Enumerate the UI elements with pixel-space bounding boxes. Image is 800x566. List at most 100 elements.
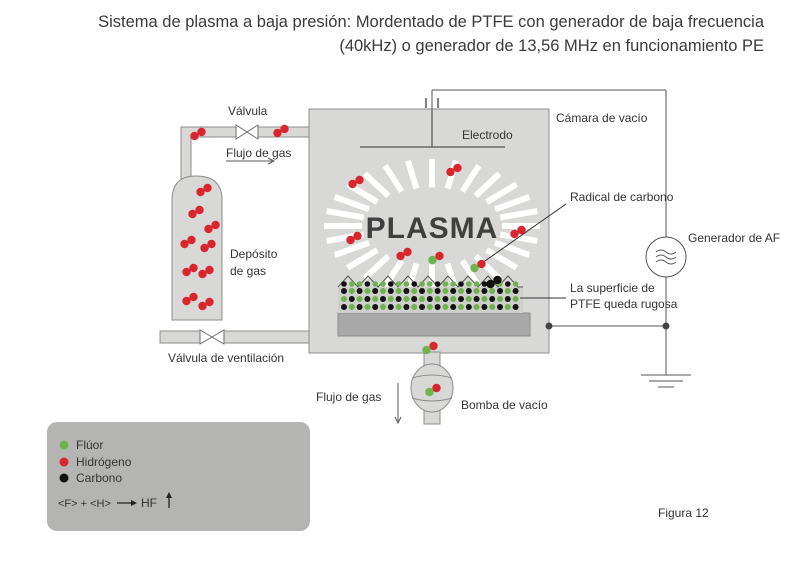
- molecule-atom: [280, 124, 289, 134]
- plasma-rays: [324, 159, 540, 293]
- plasma-ray: [405, 262, 420, 293]
- surface-atom: [395, 304, 402, 310]
- electrode: [360, 110, 505, 148]
- surface-atom: [403, 281, 410, 287]
- surface-atom: [497, 304, 503, 310]
- molecule-atom: [353, 231, 362, 241]
- surface-atom: [403, 288, 410, 294]
- molecule-atom: [510, 229, 519, 239]
- surface-atom: [473, 281, 480, 287]
- surface-atom: [504, 304, 511, 310]
- vacuum-chamber-label: Cámara de vacío: [556, 111, 648, 125]
- surface-atom: [395, 288, 402, 294]
- molecule-atom: [477, 259, 486, 269]
- surface-atom: [458, 296, 464, 302]
- surface-atom: [356, 296, 363, 302]
- vent-valve-label: Válvula de ventilación: [168, 351, 284, 365]
- circuit-wiring: [425, 89, 691, 388]
- surface-atom: [395, 296, 402, 302]
- molecule-atom: [182, 296, 191, 306]
- surface-atom: [434, 296, 441, 302]
- plasma-ray: [333, 239, 370, 258]
- surface-atom: [380, 296, 386, 302]
- legend-hydrogen: Hidrógeno: [76, 455, 132, 469]
- surface-atom: [434, 304, 441, 310]
- surface-atom: [426, 304, 433, 310]
- molecule-atom: [189, 292, 198, 302]
- surface-atom: [442, 281, 449, 287]
- surface-atom: [395, 281, 402, 287]
- surface-atom: [465, 288, 472, 294]
- legend-formula: <F> + <H>: [58, 498, 111, 510]
- plasma-ray: [405, 159, 420, 190]
- surface-atom: [497, 288, 503, 294]
- surface-atom: [458, 288, 464, 294]
- surface-atom: [426, 288, 433, 294]
- molecule-atom: [470, 263, 479, 273]
- surface-atom: [372, 304, 379, 310]
- surface-atom: [497, 296, 503, 302]
- surface-atom: [481, 296, 488, 302]
- molecule-atom: [195, 205, 204, 215]
- surface-atom: [466, 281, 472, 287]
- surface-atom: [364, 296, 371, 302]
- surface-atom: [419, 288, 425, 294]
- plasma-ray: [499, 208, 538, 221]
- gas-molecules: [180, 124, 526, 397]
- surface-atom: [481, 281, 488, 287]
- surface-atom: [442, 296, 449, 302]
- surface-label-2: PTFE queda rugosa: [570, 297, 678, 311]
- surface-label-1: La superficie de: [570, 281, 655, 295]
- vacuum-pump-label: Bomba de vacío: [461, 398, 548, 412]
- surface-atom: [411, 304, 418, 310]
- surface-atom: [364, 288, 371, 294]
- surface-atom: [505, 281, 511, 287]
- surface-atom: [380, 288, 386, 294]
- rough-surface-line: [337, 275, 523, 288]
- surface-atom: [372, 281, 379, 287]
- molecule-atom: [204, 224, 213, 234]
- molecule-atom: [435, 251, 444, 261]
- molecule-atom: [403, 247, 412, 257]
- fluor-dot-icon: [59, 440, 69, 450]
- figure-label: Figura 12: [658, 506, 709, 520]
- valve-icon: [235, 124, 259, 140]
- molecule-atom: [211, 220, 220, 230]
- molecule-atom: [396, 251, 405, 261]
- molecule-atom: [189, 263, 198, 273]
- surface-atom: [504, 296, 511, 302]
- carbon-radical-label: Radical de carbono: [570, 190, 674, 204]
- surface-atom: [364, 304, 371, 310]
- surface-atom: [473, 296, 480, 302]
- surface-atom: [442, 304, 449, 310]
- surface-atom: [403, 296, 410, 302]
- surface-atom: [419, 296, 425, 302]
- surface-atom: [387, 304, 394, 310]
- surface-atom: [356, 281, 363, 287]
- surface-atom: [512, 281, 519, 287]
- carbon-dot-icon: [59, 473, 69, 483]
- molecule-atom: [205, 297, 214, 307]
- surface-atom: [442, 288, 449, 294]
- surface-atom: [489, 296, 496, 302]
- molecule-atom: [453, 163, 462, 173]
- molecule-atom: [182, 267, 191, 277]
- surface-atom: [434, 288, 441, 294]
- deposit-label-1: Depósito: [230, 247, 278, 261]
- surface-atom: [372, 296, 379, 302]
- surface-atom: [512, 296, 519, 302]
- surface-atom: [411, 288, 418, 294]
- surface-atom: [349, 281, 355, 287]
- surface-atom: [473, 288, 480, 294]
- surface-atom: [504, 288, 511, 294]
- molecule-atom: [493, 275, 502, 285]
- rf-generator: [645, 236, 687, 278]
- plasma-ray: [473, 171, 502, 199]
- gas-flow-bottom-label: Flujo de gas: [316, 390, 381, 404]
- plasma-ray: [485, 181, 518, 205]
- surface-atom: [380, 281, 386, 287]
- surface-atom: [403, 304, 410, 310]
- plasma-ray: [333, 194, 370, 213]
- legend-fluor: Flúor: [76, 438, 103, 452]
- surface-atom: [489, 288, 496, 294]
